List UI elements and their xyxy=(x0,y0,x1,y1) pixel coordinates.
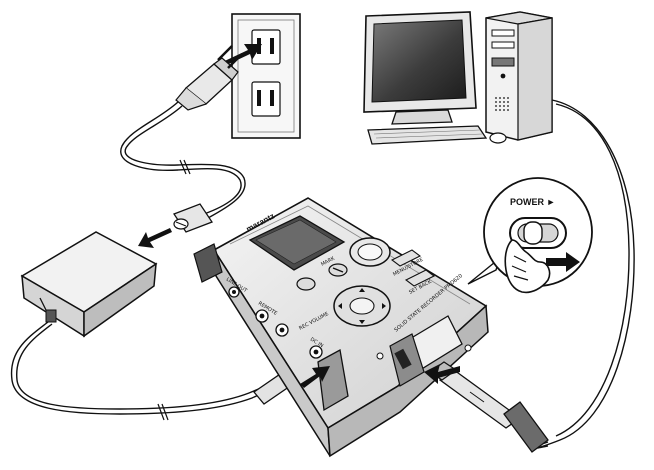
desktop-computer-icon xyxy=(363,11,553,145)
power-label: POWER ► xyxy=(510,197,555,207)
ac-adapter-icon xyxy=(20,231,158,338)
arrow-icon xyxy=(300,366,330,388)
recorder-device-icon xyxy=(193,197,489,458)
arrow-icon xyxy=(546,252,580,272)
wall-outlet-icon xyxy=(231,13,301,139)
arrow-icon xyxy=(138,228,172,248)
power-plug-icon xyxy=(175,45,243,111)
adapter-connector xyxy=(173,203,213,233)
pointing-hand-icon xyxy=(504,239,551,294)
usb-plug-icon xyxy=(428,361,549,453)
power-cord xyxy=(120,101,246,219)
arrow-icon xyxy=(424,364,460,384)
adapter-cable xyxy=(10,321,293,421)
